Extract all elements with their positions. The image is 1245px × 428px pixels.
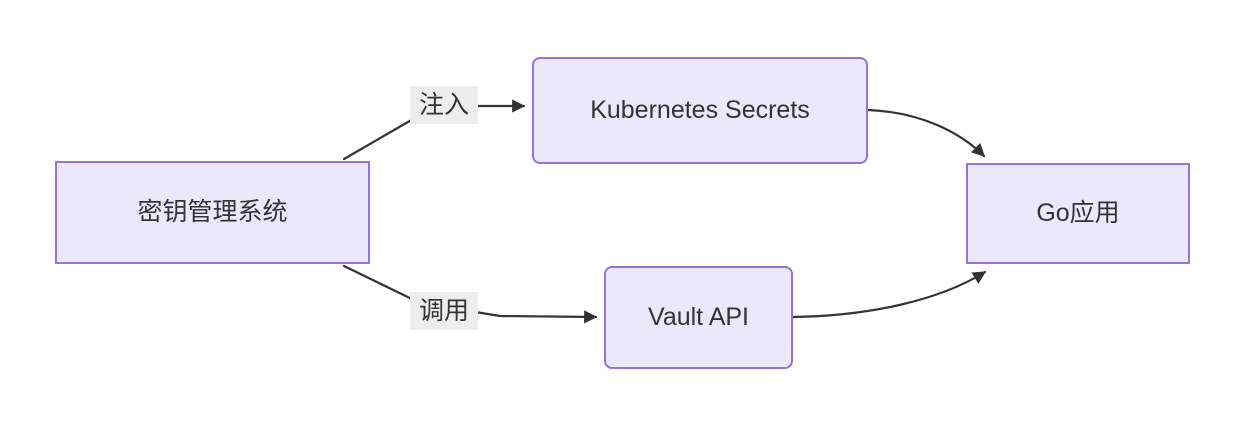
node-label-secret-manager: 密钥管理系统 (137, 197, 288, 226)
node-label-go-app: Go应用 (1036, 198, 1120, 227)
node-label-vault-api: Vault API (648, 302, 749, 331)
node-vault-api[interactable]: Vault API (604, 266, 793, 369)
node-secret-manager[interactable]: 密钥管理系统 (55, 161, 370, 264)
node-kubernetes-secrets[interactable]: Kubernetes Secrets (532, 57, 868, 164)
edge-path-secrets-to-app (866, 108, 986, 158)
edge-path-vault-to-app (791, 270, 987, 319)
edge-label-inject: 注入 (410, 86, 478, 124)
edge-label-call: 调用 (410, 292, 478, 330)
node-go-app[interactable]: Go应用 (966, 163, 1190, 264)
node-label-kubernetes-secrets: Kubernetes Secrets (590, 95, 810, 124)
